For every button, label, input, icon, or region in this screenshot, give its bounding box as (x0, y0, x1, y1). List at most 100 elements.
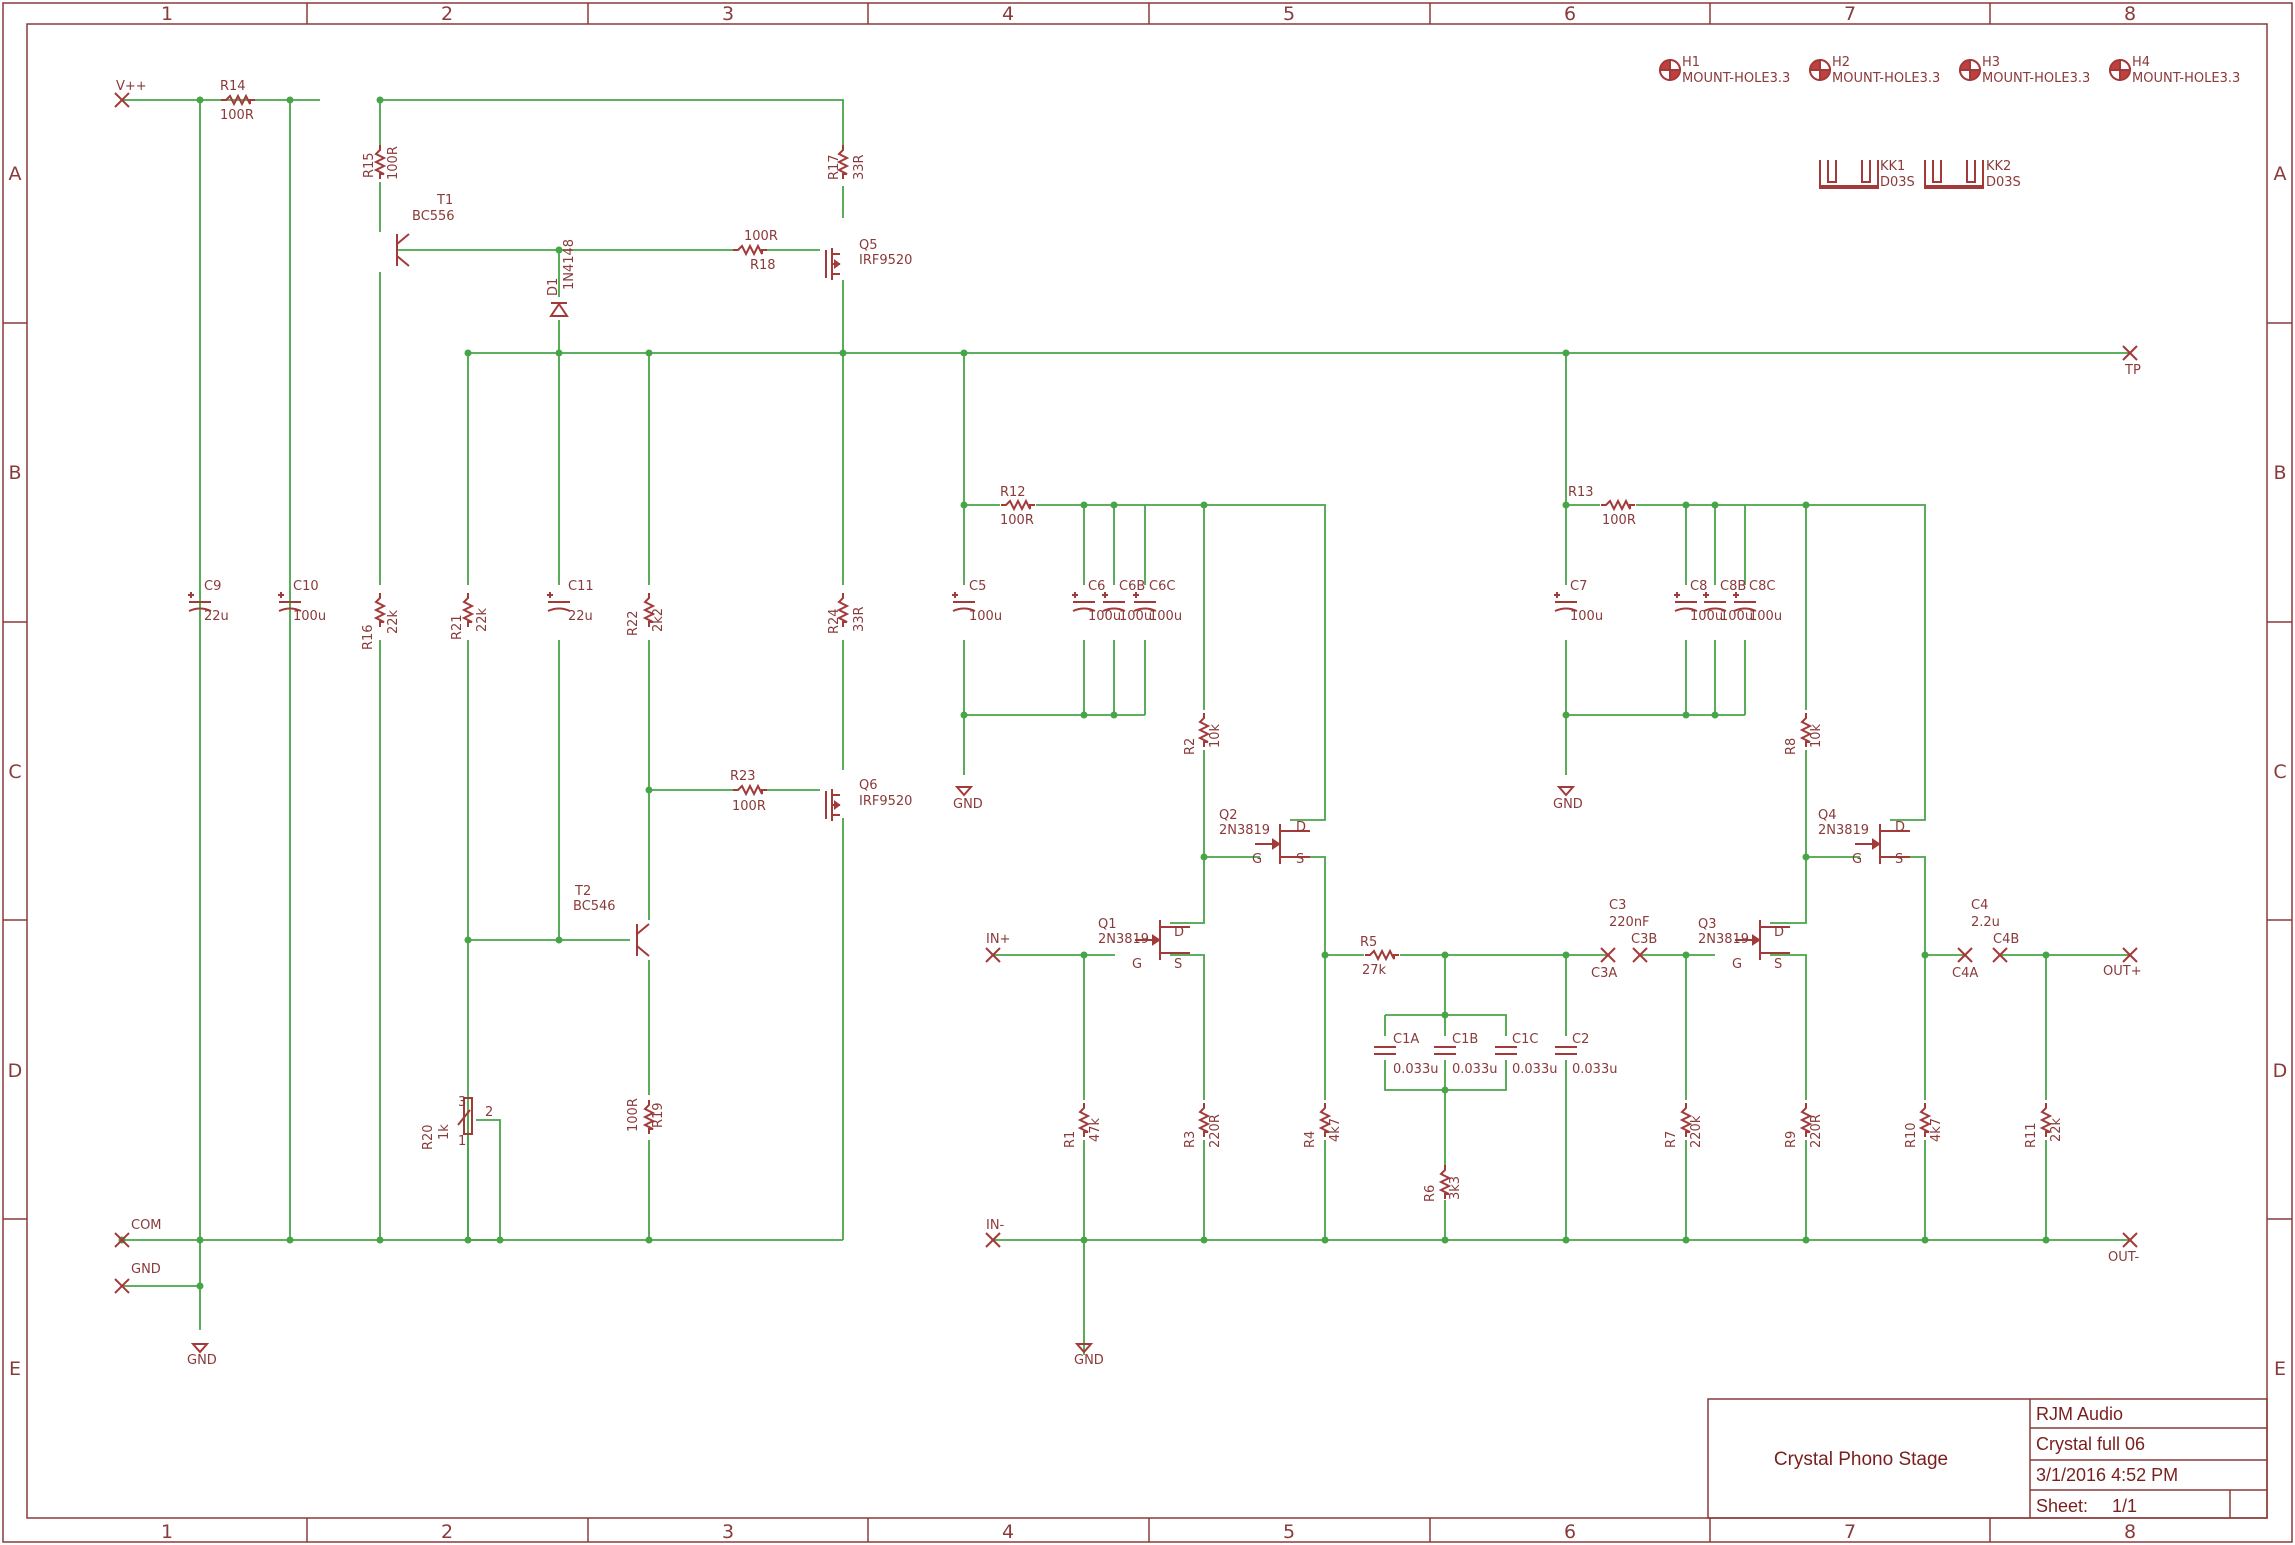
components (114, 58, 2138, 1354)
resistor-r2 (1197, 713, 1211, 747)
transistor-t1 (396, 233, 410, 267)
q1-pin-d: D (1174, 925, 1184, 940)
c8b-value: 100u (1720, 609, 1753, 624)
frame-column-labels-top: 1 2 3 4 5 6 7 8 (161, 3, 2136, 25)
diode-d1 (549, 302, 569, 317)
junction-dot (839, 349, 847, 357)
q2-value: 2N3819 (1219, 823, 1270, 838)
junction-dot (555, 246, 563, 254)
capacitor-c6c (1133, 592, 1157, 612)
title-block-company: RJM Audio (2036, 1404, 2123, 1424)
capacitor-c8b (1703, 592, 1727, 612)
junction-dot (1802, 501, 1810, 509)
junction-dot (376, 1236, 384, 1244)
col-label: 5 (1283, 3, 1295, 25)
port-com (114, 1232, 130, 1248)
resistor-r14 (221, 93, 255, 107)
r9-value: 220R (1809, 1114, 1824, 1148)
col-label: 4 (1002, 1521, 1014, 1543)
col-label: 3 (722, 1521, 734, 1543)
c4-pin-a: C4A (1952, 966, 1978, 981)
title-block-title: Crystal Phono Stage (1774, 1449, 1948, 1470)
row-label: D (8, 1060, 23, 1082)
c3-pin-a: C3A (1591, 966, 1617, 981)
jfet-q3 (1735, 920, 1790, 960)
q3-pin-d: D (1774, 925, 1784, 940)
r19-name: R19 (651, 1102, 666, 1128)
r20-pin-3: 3 (458, 1095, 466, 1110)
resistor-r5 (1365, 948, 1399, 962)
c2-value: 0.033u (1572, 1062, 1617, 1077)
c6-name: C6 (1088, 579, 1105, 594)
row-label: B (8, 462, 21, 484)
c4-value: 2.2u (1971, 915, 2000, 930)
c6c-value: 100u (1149, 609, 1182, 624)
junction-dot (1441, 1011, 1449, 1019)
q1-name: Q1 (1098, 917, 1117, 932)
title-block-date: 3/1/2016 4:52 PM (2036, 1465, 2178, 1485)
q5-value: IRF9520 (859, 253, 912, 268)
c4-pin-b: C4B (1993, 932, 2019, 947)
gnd-label: GND (953, 797, 983, 812)
wire-net (122, 99, 2130, 1355)
r7-value: 220k (1689, 1115, 1704, 1148)
junction-dot (960, 349, 968, 357)
q1-pin-g: G (1132, 957, 1142, 972)
r22-name: R22 (626, 610, 641, 636)
r11-value: 22k (2049, 1117, 2064, 1142)
r20-pin-2: 2 (485, 1105, 493, 1120)
resistor-r22 (642, 593, 656, 627)
ground-symbol (954, 786, 974, 797)
junction-dot (1711, 711, 1719, 719)
junction-dot (1921, 1236, 1929, 1244)
wire (380, 99, 844, 145)
jfet-q2 (1255, 824, 1310, 864)
r17-value: 33R (852, 154, 867, 180)
junction-dot (1562, 951, 1570, 959)
col-label: 6 (1564, 1521, 1576, 1543)
r1-name: R1 (1063, 1131, 1078, 1148)
r15-value: 100R (386, 146, 401, 180)
c5-value: 100u (969, 609, 1002, 624)
q4-name: Q4 (1818, 808, 1837, 823)
wire (1290, 856, 1326, 1100)
frame-row-labels-right: A B C D E (2273, 163, 2288, 1380)
c8-name: C8 (1690, 579, 1707, 594)
junction-dot (1682, 711, 1690, 719)
r18-name: R18 (750, 258, 776, 273)
c8-value: 100u (1690, 609, 1723, 624)
junction-dot (1200, 853, 1208, 861)
junction-dot (1711, 501, 1719, 509)
junction-dot (1921, 951, 1929, 959)
port-label-in-plus: IN+ (986, 932, 1010, 947)
gnd-label: GND (187, 1353, 217, 1368)
r23-name: R23 (730, 769, 756, 784)
wire (1636, 504, 1926, 821)
junction-dot (960, 501, 968, 509)
capacitor-c8 (1674, 592, 1698, 612)
junction-dot (286, 96, 294, 104)
resistor-r4 (1318, 1103, 1332, 1137)
c9-value: 22u (204, 609, 229, 624)
resistor-r1 (1077, 1103, 1091, 1137)
row-label: A (9, 163, 22, 185)
kk1-name: KK1 (1880, 159, 1905, 174)
gnd-label: GND (1074, 1353, 1104, 1368)
q3-pin-g: G (1732, 957, 1742, 972)
r8-value: 10k (1809, 723, 1824, 748)
capacitor-c6b (1102, 592, 1126, 612)
r6-name: R6 (1423, 1185, 1438, 1202)
title-block-file: Crystal full 06 (2036, 1434, 2145, 1454)
c3-pin-a-mark (1600, 947, 1616, 963)
c11-name: C11 (568, 579, 594, 594)
c4-pin-b-mark (1992, 947, 2008, 963)
r16-value: 22k (386, 609, 401, 634)
junction-dot (2042, 1236, 2050, 1244)
r17-name: R17 (827, 154, 842, 180)
resistor-r15 (373, 145, 387, 179)
h4-name: H4 (2132, 55, 2150, 70)
mount-hole-icon (1808, 58, 1832, 82)
resistor-r9 (1799, 1103, 1813, 1137)
q2-name: Q2 (1219, 808, 1238, 823)
